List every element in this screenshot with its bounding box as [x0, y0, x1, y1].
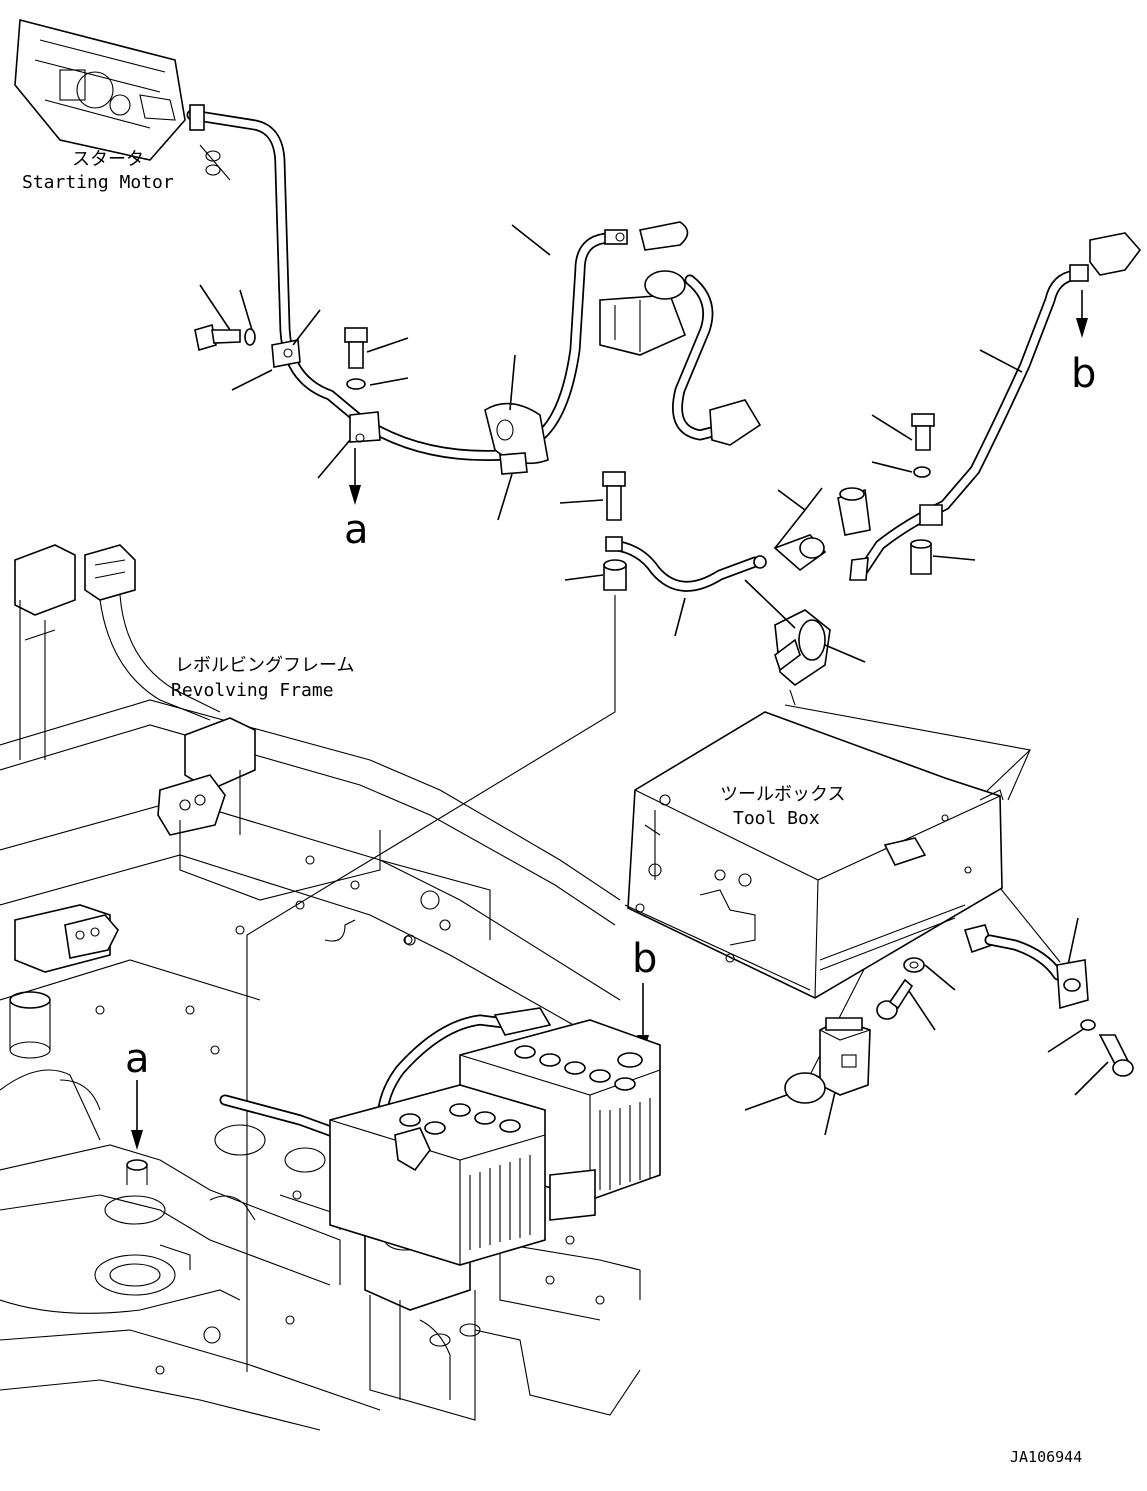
battery-cells-upper	[514, 1045, 643, 1091]
revolving-frame	[0, 544, 641, 1431]
starter-cable	[186, 104, 628, 462]
cable-clamp-middle	[349, 411, 381, 443]
spacer-middle	[603, 559, 627, 591]
bolt-middle	[602, 471, 626, 521]
bolt-center	[344, 327, 368, 390]
short-cable	[605, 536, 767, 592]
reference-label-b-bottom: b	[632, 936, 657, 982]
fuse-box	[819, 1017, 871, 1096]
starting-motor-label-en: Starting Motor	[22, 172, 174, 193]
tool-box-label-jp: ツールボックス	[720, 784, 845, 805]
spacer-right	[910, 539, 932, 575]
bolt-right	[911, 413, 935, 478]
reference-arrow-b-top	[1076, 290, 1088, 338]
bolt-left	[194, 323, 256, 352]
reference-label-a-bottom: a	[125, 1036, 150, 1082]
battery-cable-right	[849, 232, 1142, 581]
battery-relay	[599, 221, 762, 446]
washer-toolbox	[903, 957, 925, 973]
revolving-frame-label-jp: レボルビングフレーム	[175, 655, 354, 676]
ground-cable	[963, 924, 1089, 1010]
reference-label-a-top: a	[344, 507, 369, 553]
cable-clamp-upper	[271, 339, 301, 368]
terminal-caps	[773, 487, 871, 572]
starter-switch	[774, 609, 831, 706]
tool-box-label-en: Tool Box	[733, 808, 820, 829]
starting-motor-label-jp: スタータ	[72, 149, 144, 170]
bolt-ground	[1098, 1034, 1134, 1077]
fuse-cap	[784, 1072, 826, 1104]
grommet	[484, 402, 549, 475]
tool-box	[624, 711, 1004, 999]
reference-label-b-top: b	[1071, 351, 1096, 397]
washer-ground	[1080, 1019, 1096, 1031]
batteries	[329, 1019, 661, 1266]
reference-arrow-a-bottom	[131, 1080, 143, 1150]
starting-motor	[14, 18, 231, 181]
battery-cells-lower	[399, 1103, 521, 1135]
revolving-frame-label-en: Revolving Frame	[171, 680, 334, 701]
drawing-code: JA106944	[1010, 1448, 1082, 1466]
reference-arrow-a-top	[349, 448, 361, 505]
bolt-toolbox	[876, 978, 914, 1020]
